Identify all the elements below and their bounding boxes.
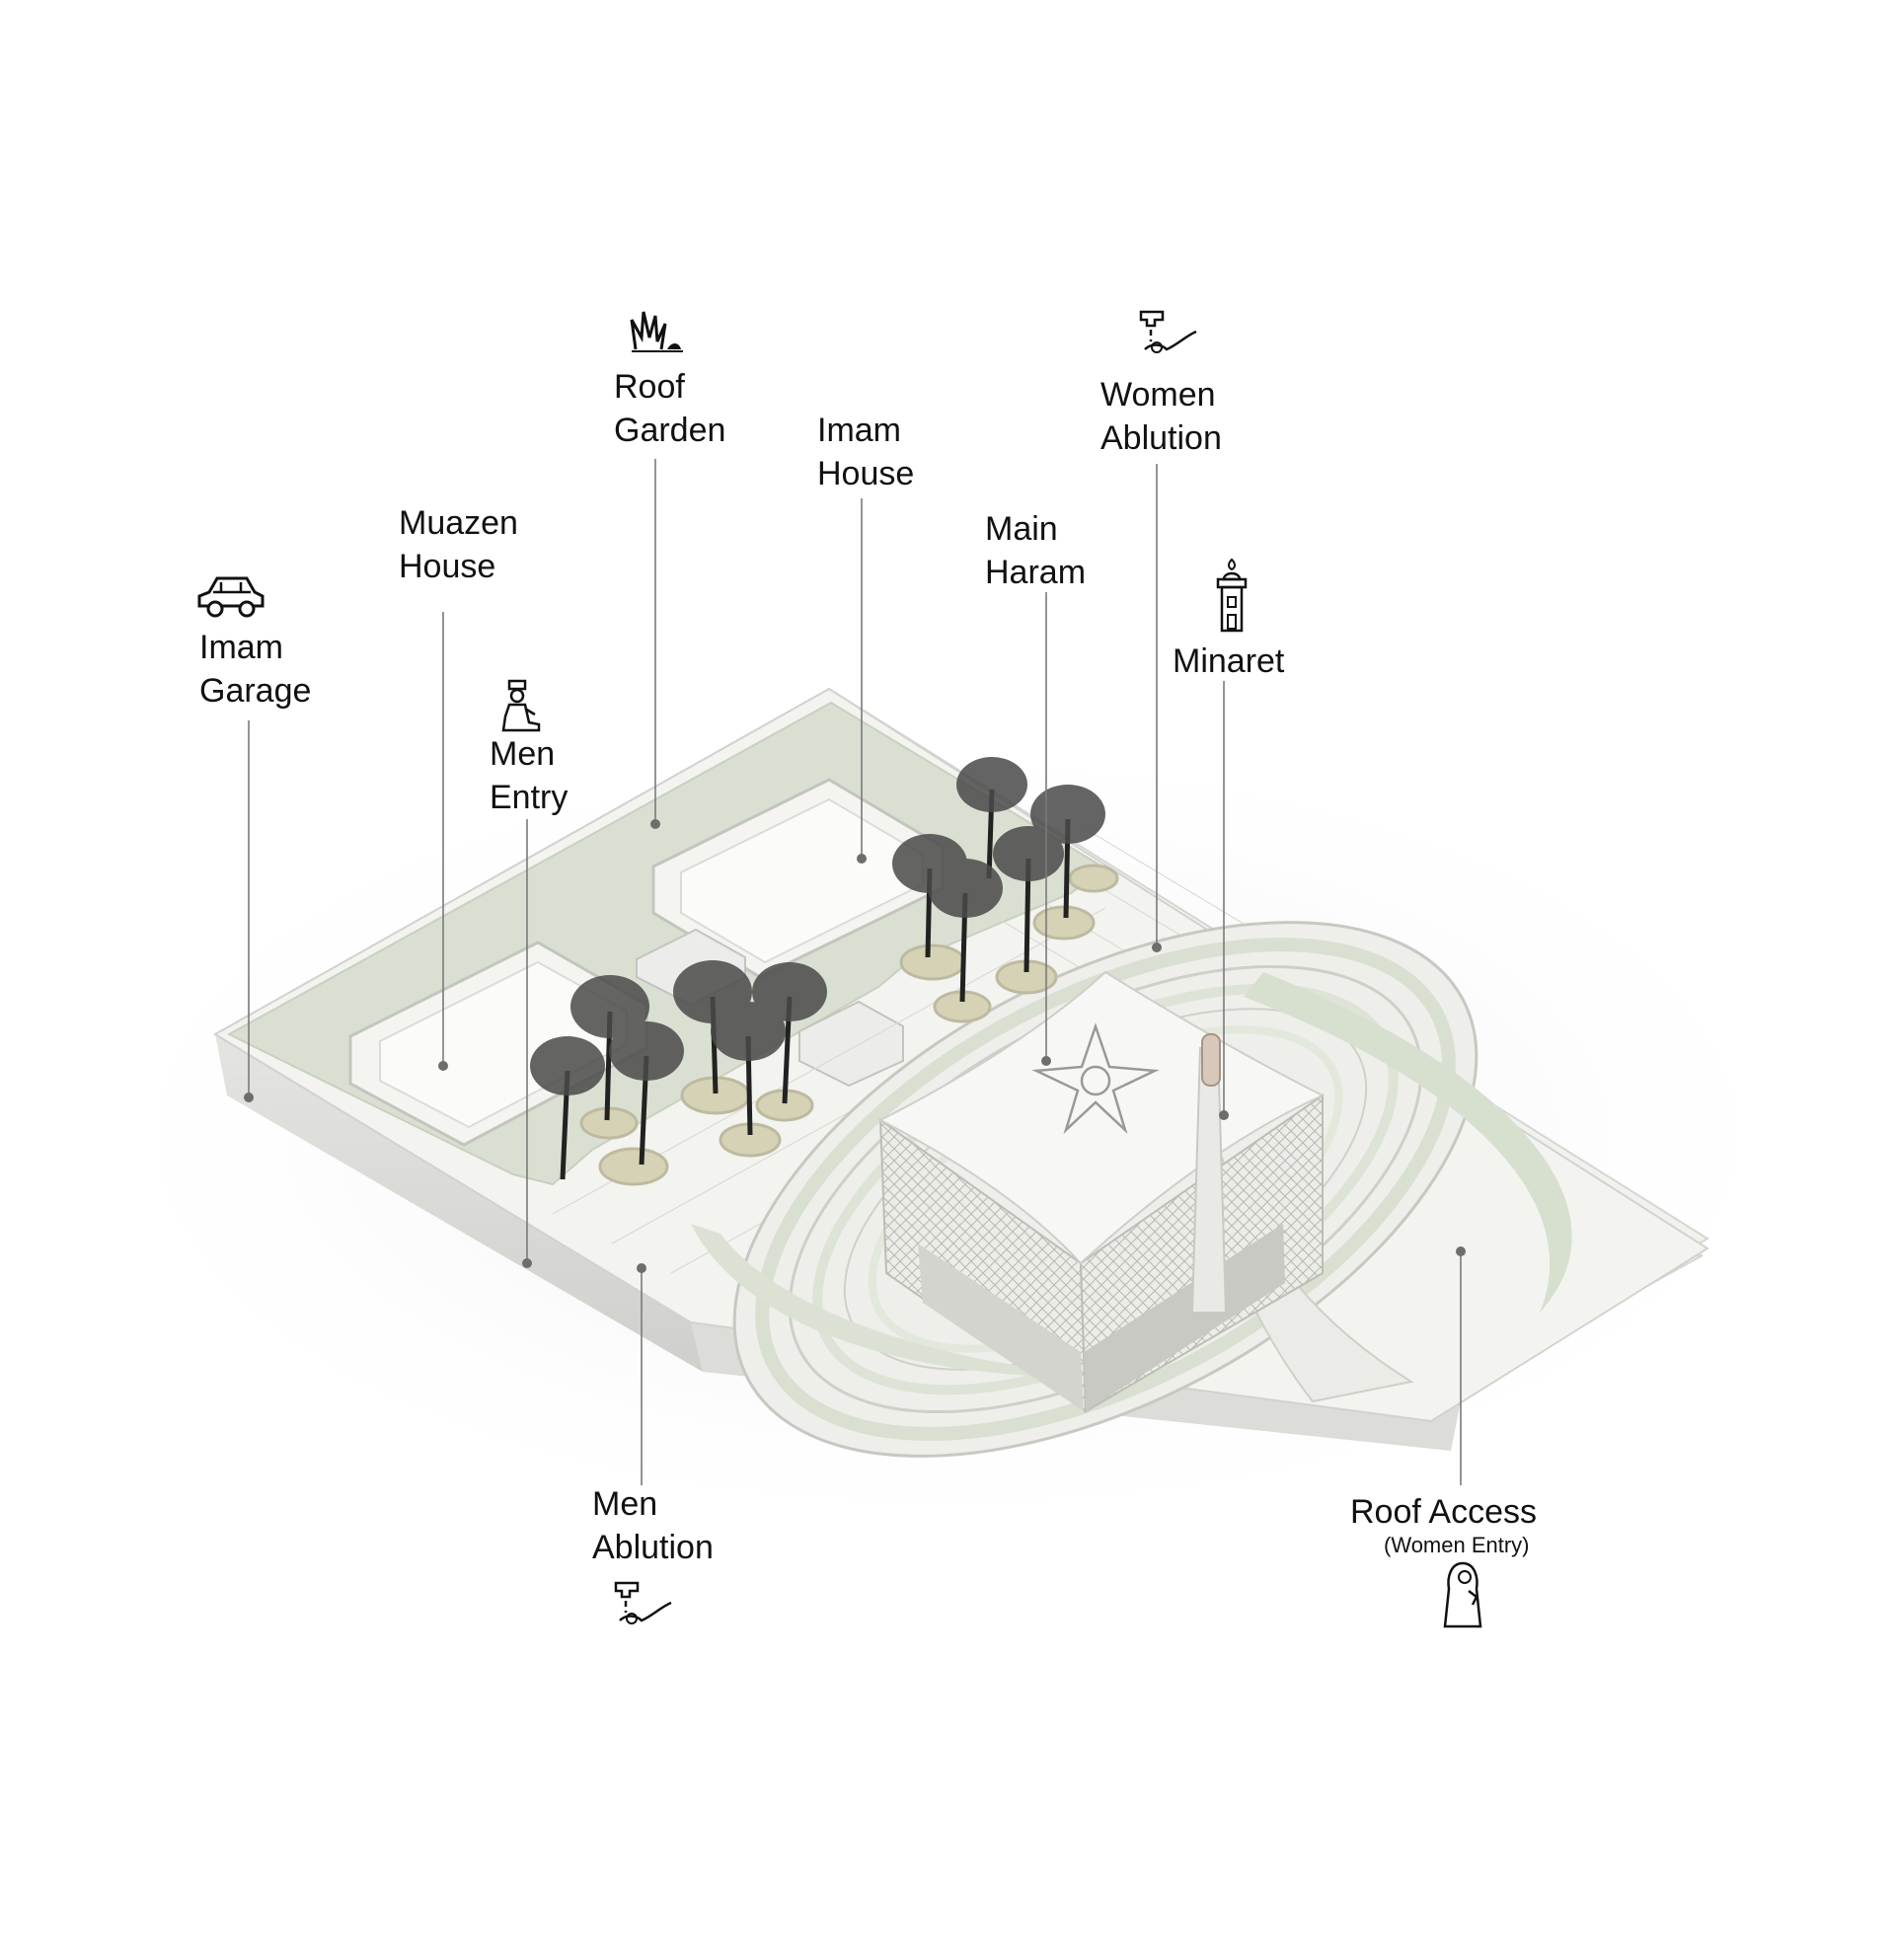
label-roof-access-sub: (Women Entry) (1384, 1533, 1530, 1557)
leader-lines (248, 459, 1462, 1485)
planters (579, 864, 1119, 1186)
roof-star-ornament (1031, 1022, 1160, 1135)
palm-crowns (530, 757, 1105, 1095)
minaret-icon (1216, 558, 1248, 633)
service-well-2 (798, 1000, 904, 1088)
plants-icon (630, 311, 683, 352)
label-roof-access: Roof Access (1350, 1493, 1537, 1531)
kneeling-man-icon (501, 679, 541, 732)
leader-dots (244, 819, 1466, 1273)
car-icon (197, 576, 265, 618)
inner-sage-swoosh (691, 1224, 1105, 1378)
minaret-tower (1190, 1033, 1228, 1314)
outer-sage-swoosh (1244, 972, 1572, 1313)
slab-front-side (215, 1034, 703, 1372)
tap-hands-icon (614, 1581, 672, 1624)
label-minaret: Minaret (1173, 642, 1285, 680)
veiled-woman-icon (1443, 1561, 1482, 1628)
tap-hands-icon (1139, 310, 1197, 353)
